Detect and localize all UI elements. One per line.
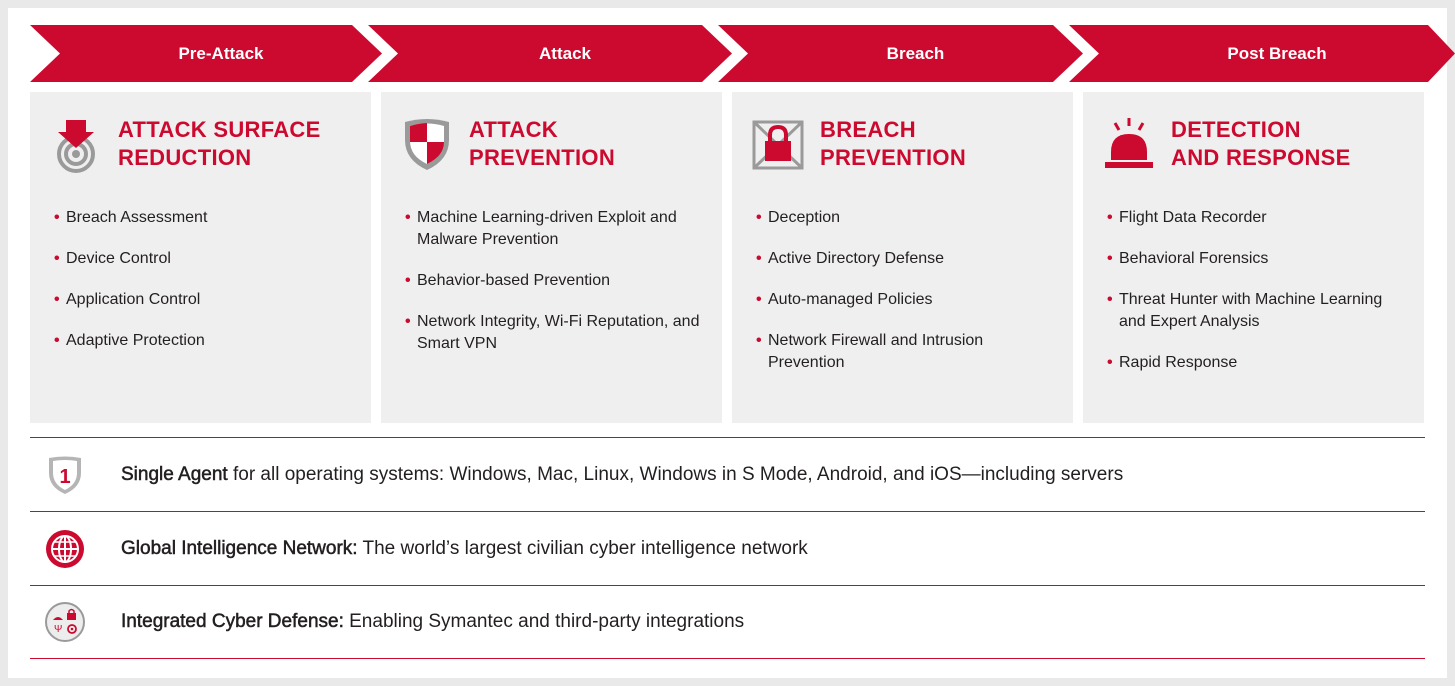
column-title-line2: PREVENTION (469, 145, 616, 170)
single-agent-icon-text: 1 (59, 466, 70, 488)
feature-title: Integrated Cyber Defense: (121, 611, 344, 633)
list-item: Machine Learning-driven Exploit and Malw… (405, 207, 710, 251)
list-item: Threat Hunter with Machine Learning and … (1107, 289, 1412, 333)
feature-description: Enabling Symantec and third-party integr… (343, 611, 745, 632)
list-item: Breach Assessment (54, 207, 359, 229)
list-item: Behavior-based Prevention (405, 270, 710, 292)
list-item: Application Control (54, 289, 359, 311)
svg-text:Ψ: Ψ (54, 624, 62, 635)
phase-label-attack: Attack (539, 43, 591, 63)
column-title: ATTACK PREVENTION (469, 116, 615, 172)
phase-chevron-attack (368, 25, 732, 82)
locked-box-icon (752, 120, 804, 170)
feature-text: Single Agent for all operating systems: … (121, 463, 1124, 486)
column-header: ATTACK SURFACE REDUCTION (46, 114, 321, 174)
shield-icon (405, 119, 449, 170)
feature-row-global-intelligence: Global Intelligence Network: The world’s… (30, 511, 1425, 585)
list-item: Network Integrity, Wi-Fi Reputation, and… (405, 311, 710, 355)
phase-chevron-breach (718, 25, 1083, 82)
feature-title: Global Intelligence Network: (121, 537, 358, 559)
list-item: Auto-managed Policies (756, 289, 1061, 311)
column-title-line2: REDUCTION (118, 145, 252, 170)
column-detection-and-response: DETECTION AND RESPONSE Flight Data Recor… (1083, 92, 1424, 423)
column-title: ATTACK SURFACE REDUCTION (118, 116, 321, 172)
feature-description: The world’s largest civilian cyber intel… (357, 537, 808, 559)
column-title: DETECTION AND RESPONSE (1171, 116, 1351, 172)
integration-icon: Ψ (45, 602, 85, 642)
globe-icon (46, 529, 84, 568)
column-list: Machine Learning-driven Exploit and Malw… (405, 207, 710, 374)
column-title: BREACH PREVENTION (820, 116, 966, 172)
column-title-line1: DETECTION (1171, 117, 1301, 142)
feature-row-integrated-cyber-defense: Ψ Integrated Cyber Defense: Enabling Sym… (30, 585, 1425, 659)
column-attack-surface-reduction: ATTACK SURFACE REDUCTION Breach Assessme… (30, 92, 371, 423)
list-item: Device Control (54, 248, 359, 270)
column-list: Deception Active Directory Defense Auto-… (756, 207, 1061, 393)
column-breach-prevention: BREACH PREVENTION Deception Active Direc… (732, 92, 1073, 423)
column-header: ATTACK PREVENTION (397, 114, 615, 174)
phase-label-breach: Breach (886, 43, 945, 63)
list-item: Network Firewall and Intrusion Preventio… (756, 330, 1061, 374)
feature-title: Single Agent (121, 463, 228, 485)
column-title-line2: PREVENTION (820, 145, 967, 170)
feature-description: for all operating systems: Windows, Mac,… (227, 463, 1124, 485)
alarm-light-icon (1105, 118, 1153, 168)
column-title-line2: AND RESPONSE (1171, 145, 1351, 170)
feature-list: 1 Single Agent for all operating systems… (30, 437, 1425, 659)
phase-bar: Pre-Attack Attack Breach Post Breach (30, 25, 1455, 82)
list-item: Rapid Response (1107, 352, 1412, 374)
list-item: Active Directory Defense (756, 248, 1061, 270)
single-agent-shield-icon: 1 (49, 456, 81, 494)
column-list: Breach Assessment Device Control Applica… (54, 207, 359, 371)
column-attack-prevention: ATTACK PREVENTION Machine Learning-drive… (381, 92, 722, 423)
column-title-line1: BREACH (820, 117, 916, 142)
target-arrow-icon (57, 120, 95, 173)
phase-label-post-breach: Post Breach (1227, 43, 1327, 63)
feature-text: Global Intelligence Network: The world’s… (121, 537, 808, 560)
list-item: Behavioral Forensics (1107, 248, 1412, 270)
feature-text: Integrated Cyber Defense: Enabling Syman… (121, 611, 744, 633)
list-item: Deception (756, 207, 1061, 229)
column-list: Flight Data Recorder Behavioral Forensic… (1107, 207, 1412, 393)
phase-label-pre-attack: Pre-Attack (178, 43, 264, 63)
column-header: BREACH PREVENTION (748, 114, 966, 174)
list-item: Flight Data Recorder (1107, 207, 1412, 229)
column-header: DETECTION AND RESPONSE (1099, 114, 1351, 174)
list-item: Adaptive Protection (54, 330, 359, 352)
phase-chevron-pre-attack (30, 25, 382, 82)
column-title-line1: ATTACK (469, 117, 558, 142)
phase-chevron-post-breach (1069, 25, 1455, 82)
phase-chevrons (30, 25, 1455, 82)
column-title-line1: ATTACK SURFACE (118, 117, 321, 142)
feature-row-single-agent: 1 Single Agent for all operating systems… (30, 437, 1425, 511)
